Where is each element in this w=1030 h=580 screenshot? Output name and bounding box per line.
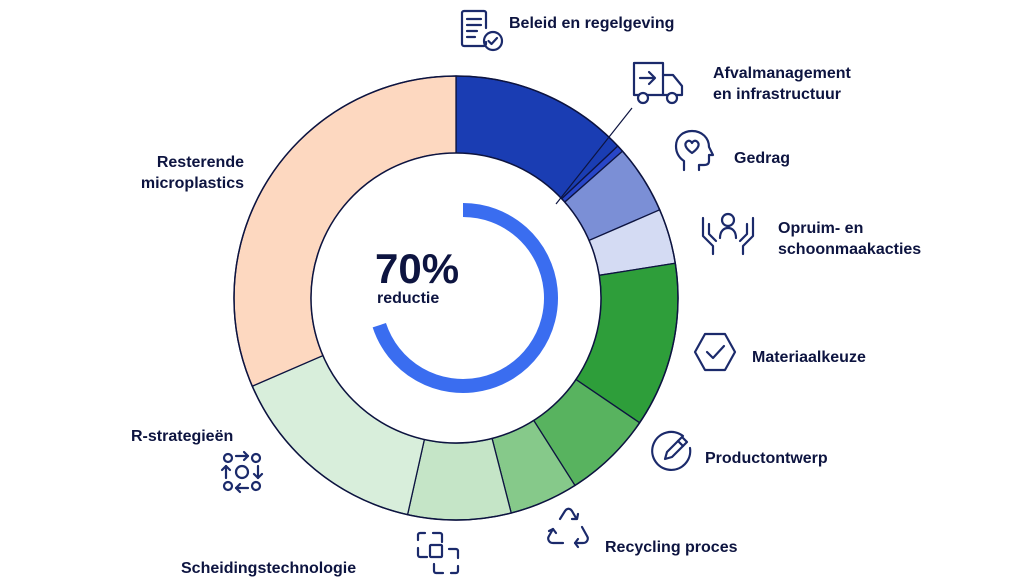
label-materiaal: Materiaalkeuze [752,349,866,366]
label-afval-line1: Afvalmanagement [713,65,851,82]
center-label: reductie [377,290,440,307]
label-resterend: Resterende microplastics [122,152,244,194]
label-opruim-line2: schoonmaakacties [778,241,922,258]
label-opruim: Opruim- en schoonmaakacties [778,218,921,260]
donut-center-disc [310,152,602,444]
pencil-circle-icon [650,428,694,472]
label-afval: Afvalmanagement en infrastructuur [713,63,851,105]
label-scheiding: Scheidingstechnologie [181,560,357,577]
hexagon-check-icon [692,330,738,374]
label-opruim-line1: Opruim- en [778,220,864,237]
label-product: Productontwerp [705,450,828,467]
reduction-progress-arc [372,203,558,393]
document-check-icon [457,8,505,54]
truck-icon [630,58,686,108]
donut-outer-outline [233,75,679,521]
hands-person-icon [699,210,757,258]
layered-squares-icon [414,529,462,577]
afval-leader-line [555,107,633,205]
donut-segments [233,75,679,521]
center-percentage: 70% [375,245,460,292]
label-recycling: Recycling proces [605,539,738,556]
circular-arrows-icon [219,449,265,495]
recycle-icon [543,505,593,555]
label-resterend-line1: Resterende [156,154,244,171]
label-gedrag: Gedrag [734,150,791,167]
label-rstrat: R-strategieën [131,428,234,445]
label-afval-line2: en infrastructuur [713,86,842,103]
label-resterend-line2: microplastics [140,175,244,192]
donut-segment-8 [406,437,513,521]
label-beleid: Beleid en regelgeving [509,15,675,32]
head-heart-icon [672,128,718,174]
